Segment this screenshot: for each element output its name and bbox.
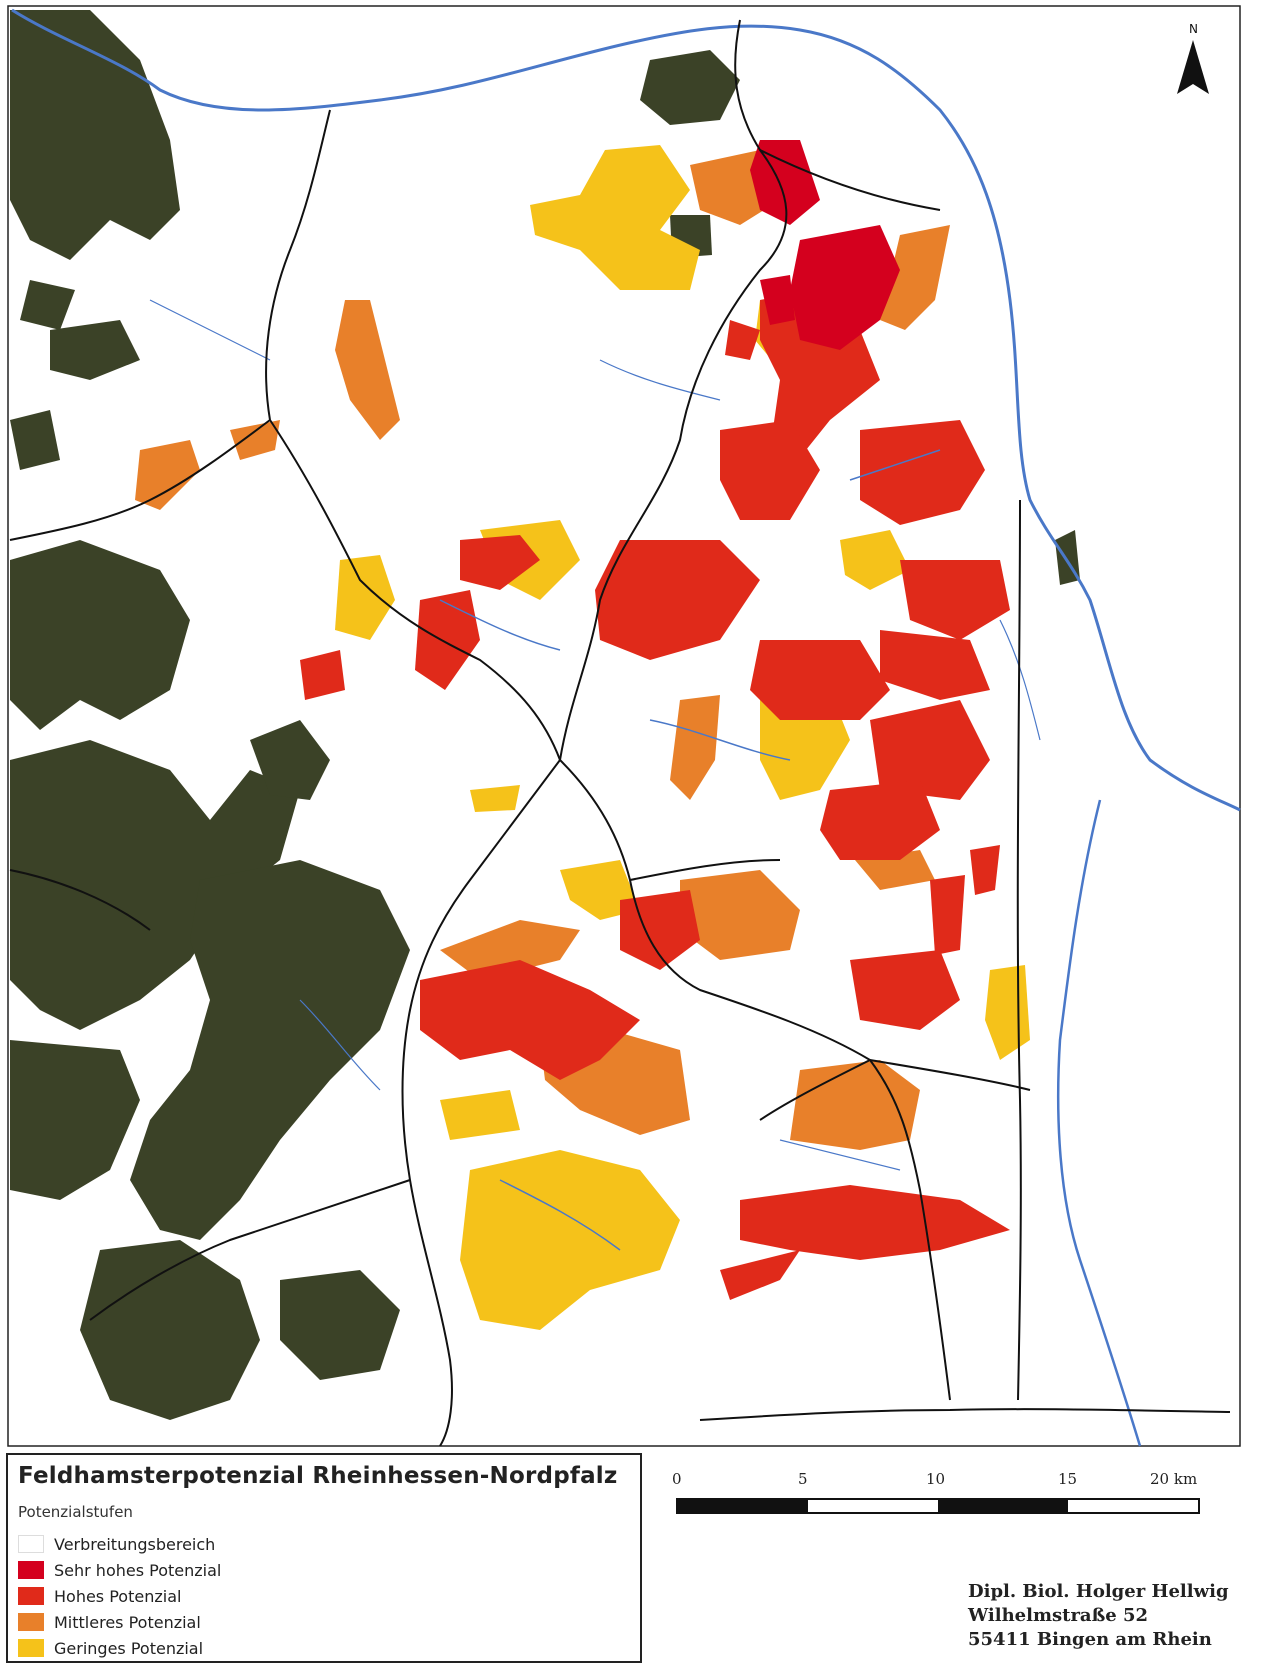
legend-swatch: [18, 1639, 44, 1657]
road-network: [9, 19, 1231, 1447]
legend-label: Verbreitungsbereich: [54, 1534, 216, 1554]
water-features: [11, 8, 1241, 1447]
potential-map: N: [7, 5, 1241, 1447]
scale-label-15: 15: [1058, 1470, 1078, 1488]
scale-label-20: 20 km: [1150, 1470, 1198, 1488]
legend-swatch: [18, 1587, 44, 1605]
scale-segment: [808, 1500, 938, 1512]
legend-item-sehr-hohes: Sehr hohes Potenzial: [18, 1559, 221, 1581]
scale-bar-segments: [676, 1498, 1200, 1514]
legend-label: Hohes Potenzial: [54, 1586, 182, 1606]
legend-item-verbreitungsbereich: Verbreitungsbereich: [18, 1533, 215, 1555]
north-arrow-icon: [1177, 40, 1209, 94]
legend-item-geringes: Geringes Potenzial: [18, 1637, 203, 1659]
scale-label-10: 10: [926, 1470, 946, 1488]
author-address: Dipl. Biol. Holger Hellwig Wilhelmstraße…: [968, 1580, 1229, 1652]
legend-label: Mittleres Potenzial: [54, 1612, 201, 1632]
legend-subtitle: Potenzialstufen: [18, 1503, 133, 1521]
scale-label-5: 5: [798, 1470, 808, 1488]
zone-mittleres: [135, 150, 950, 1150]
north-arrow: N: [1165, 22, 1225, 97]
legend-item-mittleres: Mittleres Potenzial: [18, 1611, 201, 1633]
scale-segment: [1068, 1500, 1198, 1512]
scale-segment: [938, 1500, 1068, 1512]
legend-item-hohes: Hohes Potenzial: [18, 1585, 181, 1607]
scale-segment: [678, 1500, 808, 1512]
scale-label-0: 0: [672, 1470, 682, 1488]
map-canvas: [7, 5, 1241, 1447]
legend-label: Geringes Potenzial: [54, 1638, 204, 1658]
north-label: N: [1189, 22, 1198, 36]
address-line-city: 55411 Bingen am Rhein: [968, 1629, 1212, 1650]
legend-swatch: [18, 1613, 44, 1631]
forest-areas: [10, 10, 1080, 1420]
address-line-street: Wilhelmstraße 52: [968, 1605, 1149, 1626]
zone-hohes: [300, 290, 1010, 1300]
legend: Feldhamsterpotenzial Rheinhessen-Nordpfa…: [6, 1453, 642, 1663]
zone-geringes: [335, 145, 1030, 1330]
scale-bar: 0 5 10 15 20 km: [672, 1470, 1212, 1530]
legend-label: Sehr hohes Potenzial: [54, 1560, 222, 1580]
address-line-name: Dipl. Biol. Holger Hellwig: [968, 1581, 1229, 1602]
legend-swatch: [18, 1561, 44, 1579]
legend-swatch: [18, 1535, 44, 1553]
legend-title: Feldhamsterpotenzial Rheinhessen-Nordpfa…: [18, 1463, 618, 1489]
